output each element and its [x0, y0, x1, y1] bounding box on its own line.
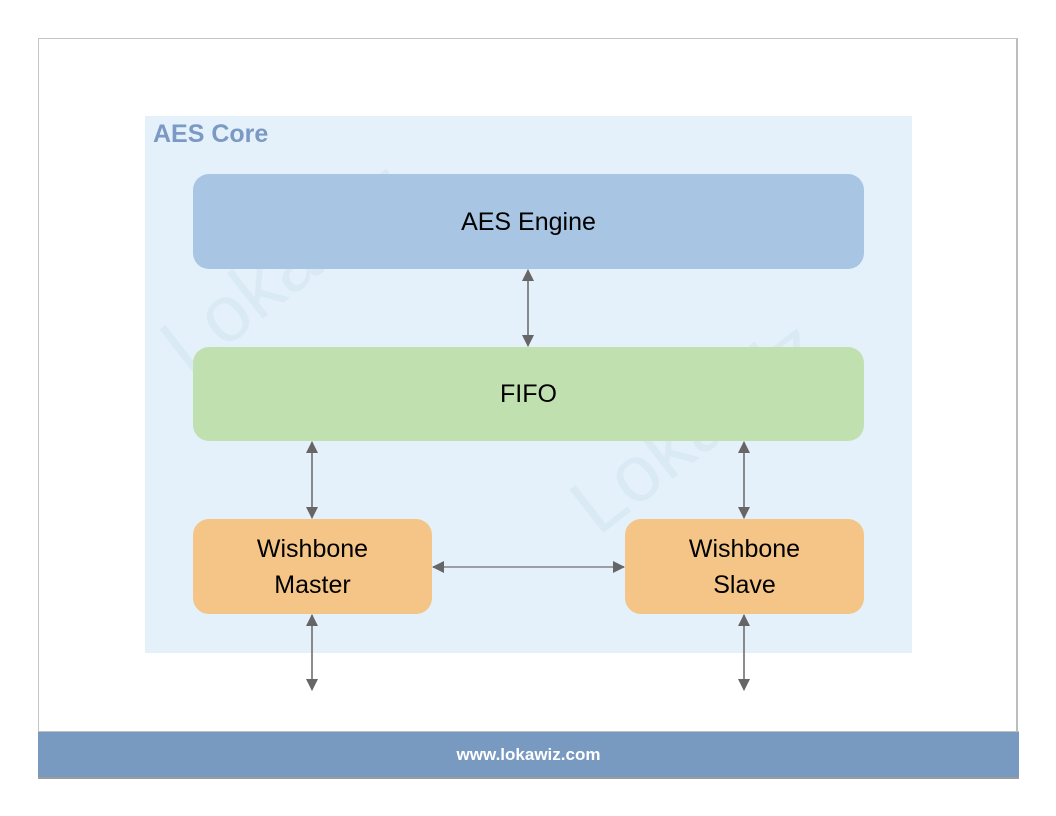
wishbone-master-label-line1: Wishbone: [256, 534, 369, 563]
aes-core-title: AES Core: [153, 120, 269, 148]
wishbone-slave-label-line1: Wishbone: [688, 534, 801, 563]
footer-bar: www.lokawiz.com: [38, 731, 1019, 779]
footer-url[interactable]: www.lokawiz.com: [456, 744, 601, 764]
aes-engine-block: AES Engine: [193, 174, 864, 269]
fifo-block: FIFO: [193, 347, 864, 441]
wishbone-slave-block: Wishbone Slave: [625, 519, 864, 614]
wishbone-master-block: Wishbone Master: [193, 519, 432, 614]
wishbone-master-label-line2: Master: [274, 570, 351, 599]
wishbone-slave-label-line2: Slave: [713, 570, 776, 599]
aes-engine-label: AES Engine: [461, 207, 596, 236]
fifo-label: FIFO: [500, 380, 557, 408]
